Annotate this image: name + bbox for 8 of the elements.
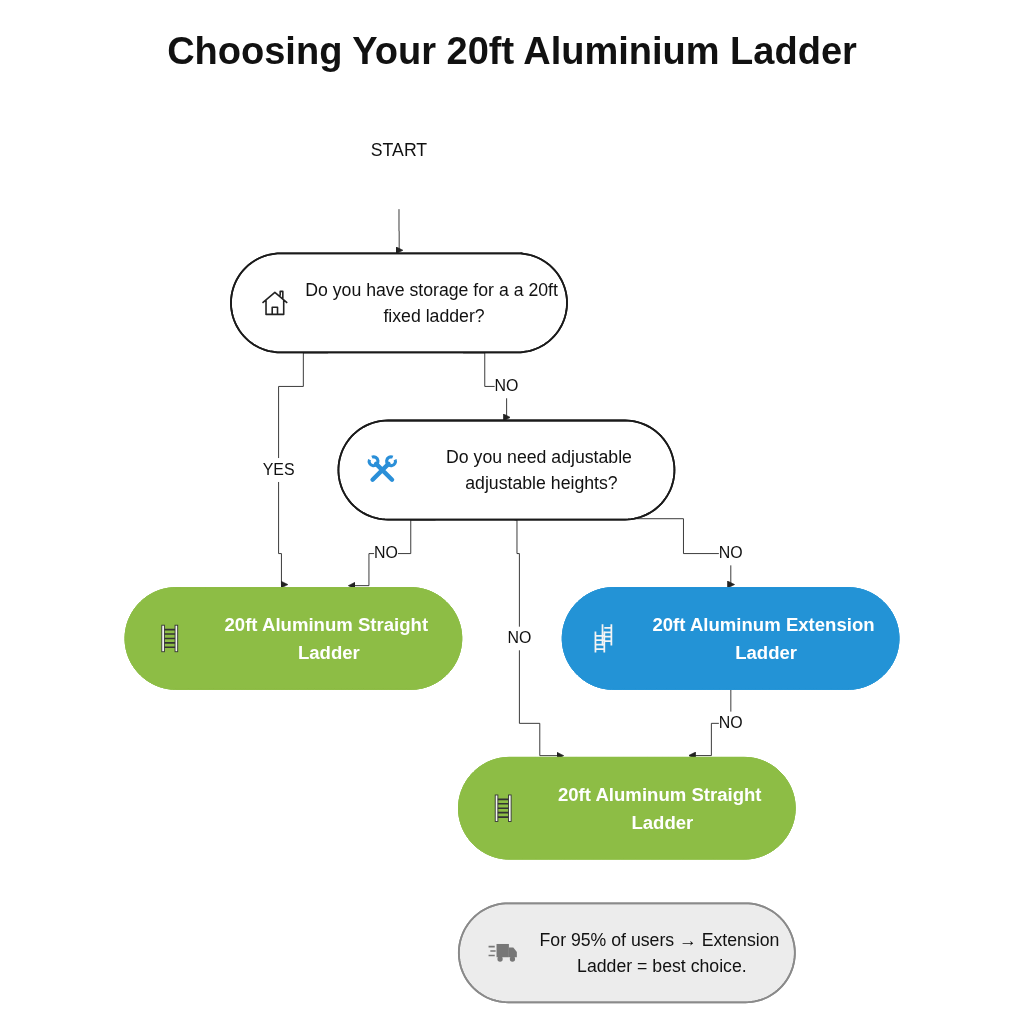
title: Choosing Your 20ft Aluminium Ladder	[167, 30, 857, 73]
node-text: START	[370, 140, 428, 160]
edge-label: YES	[262, 460, 295, 479]
edge-label: NO	[494, 377, 519, 395]
edge-label: NO	[718, 544, 743, 562]
edge-label: NO	[507, 629, 532, 647]
edge-label: NO	[374, 544, 398, 562]
edge-label: NO	[718, 714, 743, 732]
